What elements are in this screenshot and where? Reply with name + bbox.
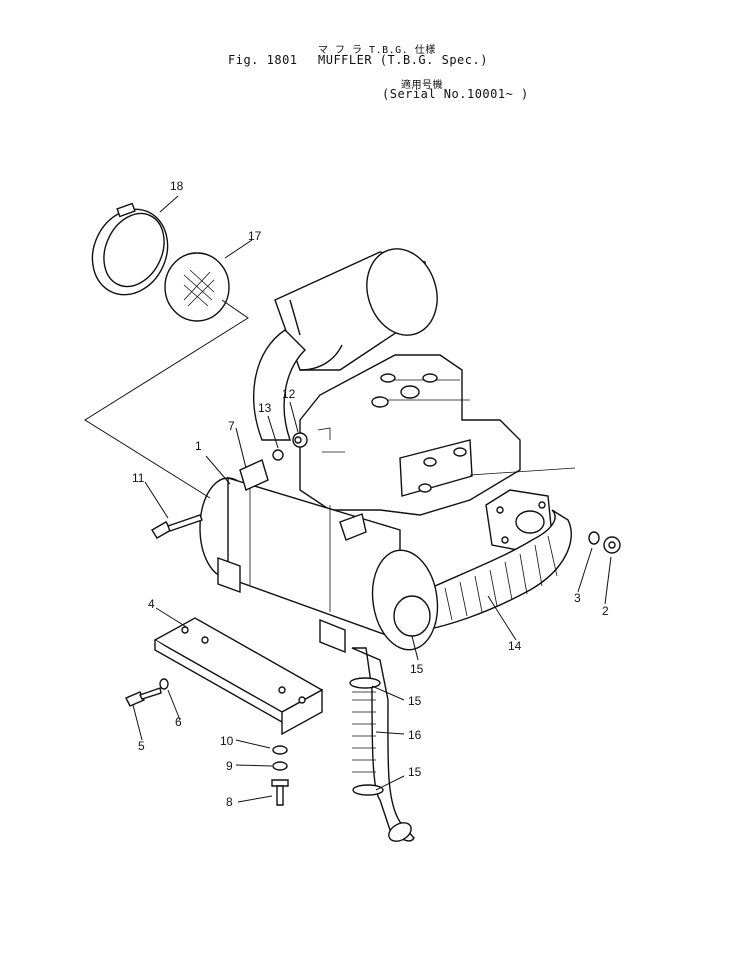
engine-block	[299, 354, 576, 516]
figure-number: Fig. 1801	[228, 53, 298, 67]
mounting-bracket	[153, 617, 324, 736]
callout-15c: 15	[408, 765, 422, 779]
callout-4: 4	[148, 597, 155, 611]
hose-band	[91, 202, 169, 296]
serial-range: (Serial No.10001~ )	[382, 87, 529, 101]
callout-9: 9	[226, 759, 233, 773]
tail-pipe	[349, 647, 415, 842]
leader-lines	[84, 195, 612, 803]
callout-3: 3	[574, 591, 581, 605]
serial-label-japanese: 適用号機	[401, 80, 443, 91]
figure-title: MUFFLER (T.B.G. Spec.)	[318, 53, 488, 67]
callout-17: 17	[248, 229, 262, 243]
callout-2: 2	[602, 604, 609, 618]
manifold-flange	[485, 489, 553, 553]
callout-1: 1	[195, 439, 202, 453]
callout-8: 8	[226, 795, 233, 809]
callout-5: 5	[138, 739, 145, 753]
figure-title-japanese: マ フ ラ T.B.G. 仕様	[318, 45, 436, 56]
screen	[164, 252, 230, 322]
callout-6: 6	[175, 715, 182, 729]
callout-13: 13	[258, 401, 272, 415]
callout-7: 7	[228, 419, 235, 433]
callout-16: 16	[408, 728, 422, 742]
callout-11: 11	[132, 471, 145, 485]
callout-14: 14	[508, 639, 522, 653]
flexible-exhaust-pipe	[404, 509, 572, 633]
callout-12: 12	[282, 387, 296, 401]
callout-15a: 15	[410, 662, 424, 676]
muffler-bands	[217, 459, 367, 654]
callout-10: 10	[220, 734, 234, 748]
callout-15b: 15	[408, 694, 422, 708]
hardware	[125, 432, 621, 806]
callout-18: 18	[170, 179, 184, 193]
